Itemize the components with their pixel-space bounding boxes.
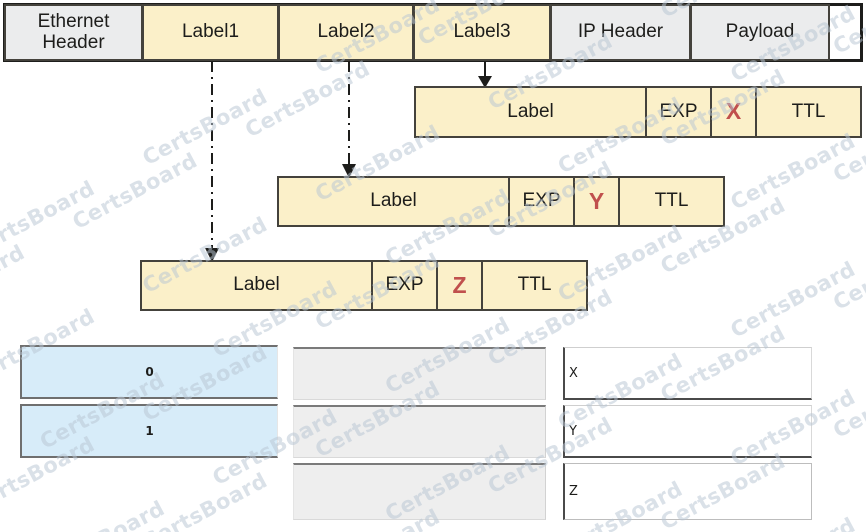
- packet-cell-ip-header-text: IP Header: [577, 21, 664, 43]
- packet-cell-label1: Label1: [142, 4, 279, 61]
- label-row-3-marker: Z: [436, 260, 483, 311]
- target-slot-x[interactable]: X: [563, 347, 812, 400]
- packet-cell-ip-header: IP Header: [550, 4, 691, 61]
- target-slot-z-label: Z: [569, 484, 578, 499]
- ethernet-header-line1: Ethernet: [37, 10, 110, 32]
- label-row-3-exp-text: EXP: [385, 274, 424, 296]
- target-slot-x-label: X: [569, 365, 578, 381]
- packet-cell-ethernet-header: Ethernet Header: [4, 4, 143, 61]
- label-row-3-exp: EXP: [371, 260, 438, 311]
- connector-label2-to-row2: [334, 61, 364, 179]
- packet-cell-label2-text: Label2: [317, 21, 375, 43]
- packet-cell-label3-text: Label3: [453, 21, 511, 43]
- drop-slot-3[interactable]: [293, 463, 546, 520]
- target-slot-z[interactable]: Z: [563, 463, 812, 520]
- connector-label3-to-row1: [470, 61, 500, 89]
- label-row-1-label: Label: [414, 86, 647, 138]
- packet-cell-payload: Payload: [690, 4, 830, 61]
- ethernet-header-line2: Header: [42, 31, 105, 53]
- label-row-1-label-text: Label: [507, 100, 554, 122]
- choice-item-1[interactable]: 1: [20, 404, 278, 458]
- choice-item-1-text: 1: [145, 424, 154, 438]
- label-row-1-marker: X: [710, 86, 757, 138]
- label-row-2-label-text: Label: [370, 190, 417, 212]
- label-row-3-ttl: TTL: [481, 260, 588, 311]
- label-row-2-marker-text: Y: [588, 187, 605, 214]
- label-row-2-ttl-text: TTL: [654, 190, 689, 212]
- label-row-3-label-text: Label: [233, 274, 280, 296]
- label-row-3-ttl-text: TTL: [517, 274, 552, 296]
- label-row-2-ttl: TTL: [618, 176, 725, 227]
- label-row-1-marker-text: X: [725, 98, 742, 125]
- label-row-2-exp: EXP: [508, 176, 575, 227]
- label-row-3-marker-text: Z: [452, 271, 467, 298]
- connector-label1-to-row3: [197, 61, 227, 263]
- target-slot-y-label: Y: [569, 423, 577, 439]
- label-row-3-label: Label: [140, 260, 373, 311]
- label-row-1-ttl: TTL: [755, 86, 862, 138]
- packet-cell-payload-text: Payload: [725, 21, 795, 43]
- packet-cell-label3: Label3: [413, 4, 551, 61]
- choice-item-0-text: 0: [145, 365, 154, 379]
- target-slot-y[interactable]: Y: [563, 405, 812, 458]
- label-row-1-exp: EXP: [645, 86, 712, 138]
- label-row-1-exp-text: EXP: [659, 100, 698, 122]
- packet-cell-label2: Label2: [278, 4, 414, 61]
- drop-slot-2[interactable]: [293, 405, 546, 458]
- label-row-2-label: Label: [277, 176, 510, 227]
- label-row-1-ttl-text: TTL: [791, 100, 826, 122]
- packet-cell-label1-text: Label1: [181, 21, 240, 43]
- label-row-2-exp-text: EXP: [522, 190, 561, 212]
- drop-slot-1[interactable]: [293, 347, 546, 400]
- choice-item-0[interactable]: 0: [20, 345, 278, 399]
- label-row-2-marker: Y: [573, 176, 620, 227]
